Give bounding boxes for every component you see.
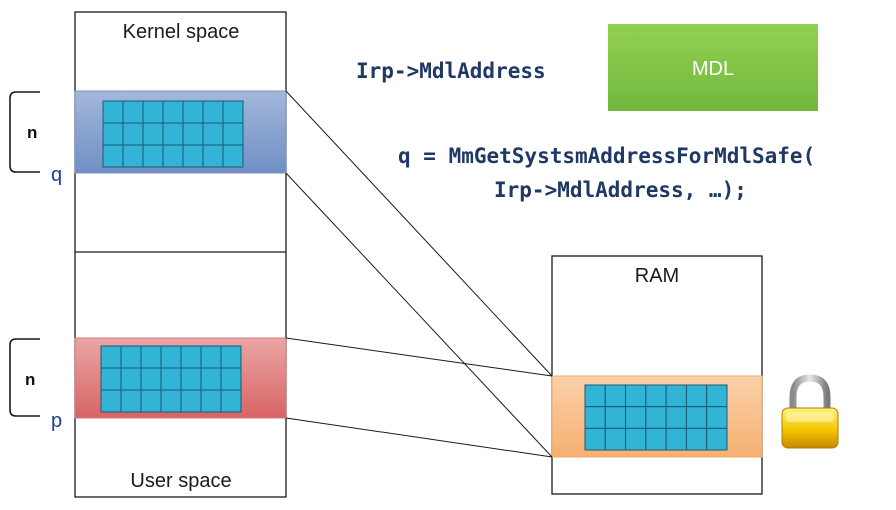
page-cell bbox=[220, 367, 242, 391]
page-cell bbox=[162, 100, 184, 124]
kernel-size-label: n bbox=[27, 123, 37, 142]
page-cell bbox=[120, 389, 142, 413]
user-map-line-top bbox=[285, 337, 553, 377]
page-cell bbox=[220, 345, 242, 369]
page-cell bbox=[685, 406, 708, 429]
page-cell bbox=[162, 122, 184, 146]
ram-box bbox=[551, 255, 763, 495]
page-cell bbox=[142, 100, 164, 124]
page-cell bbox=[625, 427, 647, 451]
page-cell bbox=[645, 384, 667, 408]
address-space-column bbox=[74, 11, 287, 498]
page-cell bbox=[685, 427, 708, 451]
page-cell bbox=[182, 144, 204, 168]
page-cell bbox=[645, 406, 667, 429]
page-cell bbox=[122, 144, 144, 168]
mapping-lines bbox=[285, 90, 553, 458]
page-cell bbox=[604, 427, 627, 451]
ram-label: RAM bbox=[635, 265, 679, 287]
page-cell bbox=[625, 406, 647, 429]
page-cell bbox=[584, 384, 606, 408]
page-cell bbox=[160, 367, 182, 391]
page-cell bbox=[584, 406, 606, 429]
pointer-p-label: p bbox=[51, 410, 62, 432]
page-cell bbox=[200, 367, 222, 391]
pointer-q-label: q bbox=[51, 164, 62, 186]
page-cell bbox=[102, 100, 124, 124]
page-cell bbox=[120, 367, 142, 391]
page-cell bbox=[604, 406, 627, 429]
page-cell bbox=[222, 100, 244, 124]
kernel-map-line-top bbox=[285, 90, 553, 377]
kernel-space-label: Kernel space bbox=[123, 21, 240, 43]
user-size-brace bbox=[9, 338, 40, 417]
page-cell bbox=[202, 144, 224, 168]
page-cell bbox=[180, 367, 202, 391]
user-page-grid bbox=[100, 345, 242, 413]
page-cell bbox=[122, 100, 144, 124]
page-cell bbox=[162, 144, 184, 168]
page-cell bbox=[100, 389, 122, 413]
page-cell bbox=[102, 144, 124, 168]
mmget-call-line2: Irp->MdlAddress, …); bbox=[494, 178, 747, 202]
page-cell bbox=[142, 122, 164, 146]
page-cell bbox=[180, 389, 202, 413]
page-cell bbox=[120, 345, 142, 369]
page-cell bbox=[202, 122, 224, 146]
page-cell bbox=[100, 367, 122, 391]
page-cell bbox=[160, 389, 182, 413]
page-cell bbox=[160, 345, 182, 369]
kernel-size-brace bbox=[9, 91, 40, 173]
page-cell bbox=[222, 122, 244, 146]
page-cell bbox=[665, 427, 687, 451]
page-cell bbox=[180, 345, 202, 369]
page-cell bbox=[706, 427, 728, 451]
page-cell bbox=[625, 384, 647, 408]
page-cell bbox=[220, 389, 242, 413]
irp-mdladdress-code: Irp->MdlAddress bbox=[356, 59, 546, 83]
page-cell bbox=[182, 122, 204, 146]
user-size-label: n bbox=[25, 370, 35, 389]
user-map-line-bottom bbox=[285, 417, 553, 458]
page-cell bbox=[122, 122, 144, 146]
mdl-label: MDL bbox=[692, 58, 734, 80]
page-cell bbox=[140, 367, 162, 391]
page-cell bbox=[706, 384, 728, 408]
page-cell bbox=[665, 406, 687, 429]
padlock-icon bbox=[781, 374, 839, 449]
page-cell bbox=[584, 427, 606, 451]
page-cell bbox=[142, 144, 164, 168]
mdl-box bbox=[608, 24, 818, 111]
page-cell bbox=[200, 389, 222, 413]
user-space-label: User space bbox=[130, 470, 231, 492]
page-cell bbox=[706, 406, 728, 429]
page-cell bbox=[140, 345, 162, 369]
page-cell bbox=[202, 100, 224, 124]
page-cell bbox=[200, 345, 222, 369]
ram-page-grid bbox=[584, 384, 728, 451]
page-cell bbox=[182, 100, 204, 124]
page-cell bbox=[100, 345, 122, 369]
page-cell bbox=[685, 384, 708, 408]
page-cell bbox=[140, 389, 162, 413]
kernel-page-grid bbox=[102, 100, 244, 168]
page-cell bbox=[665, 384, 687, 408]
page-cell bbox=[645, 427, 667, 451]
mmget-call-line1: q = MmGetSystsmAddressForMdlSafe( bbox=[398, 144, 815, 168]
page-cell bbox=[102, 122, 124, 146]
page-cell bbox=[604, 384, 627, 408]
page-cell bbox=[222, 144, 244, 168]
kernel-map-line-bottom bbox=[285, 172, 553, 458]
